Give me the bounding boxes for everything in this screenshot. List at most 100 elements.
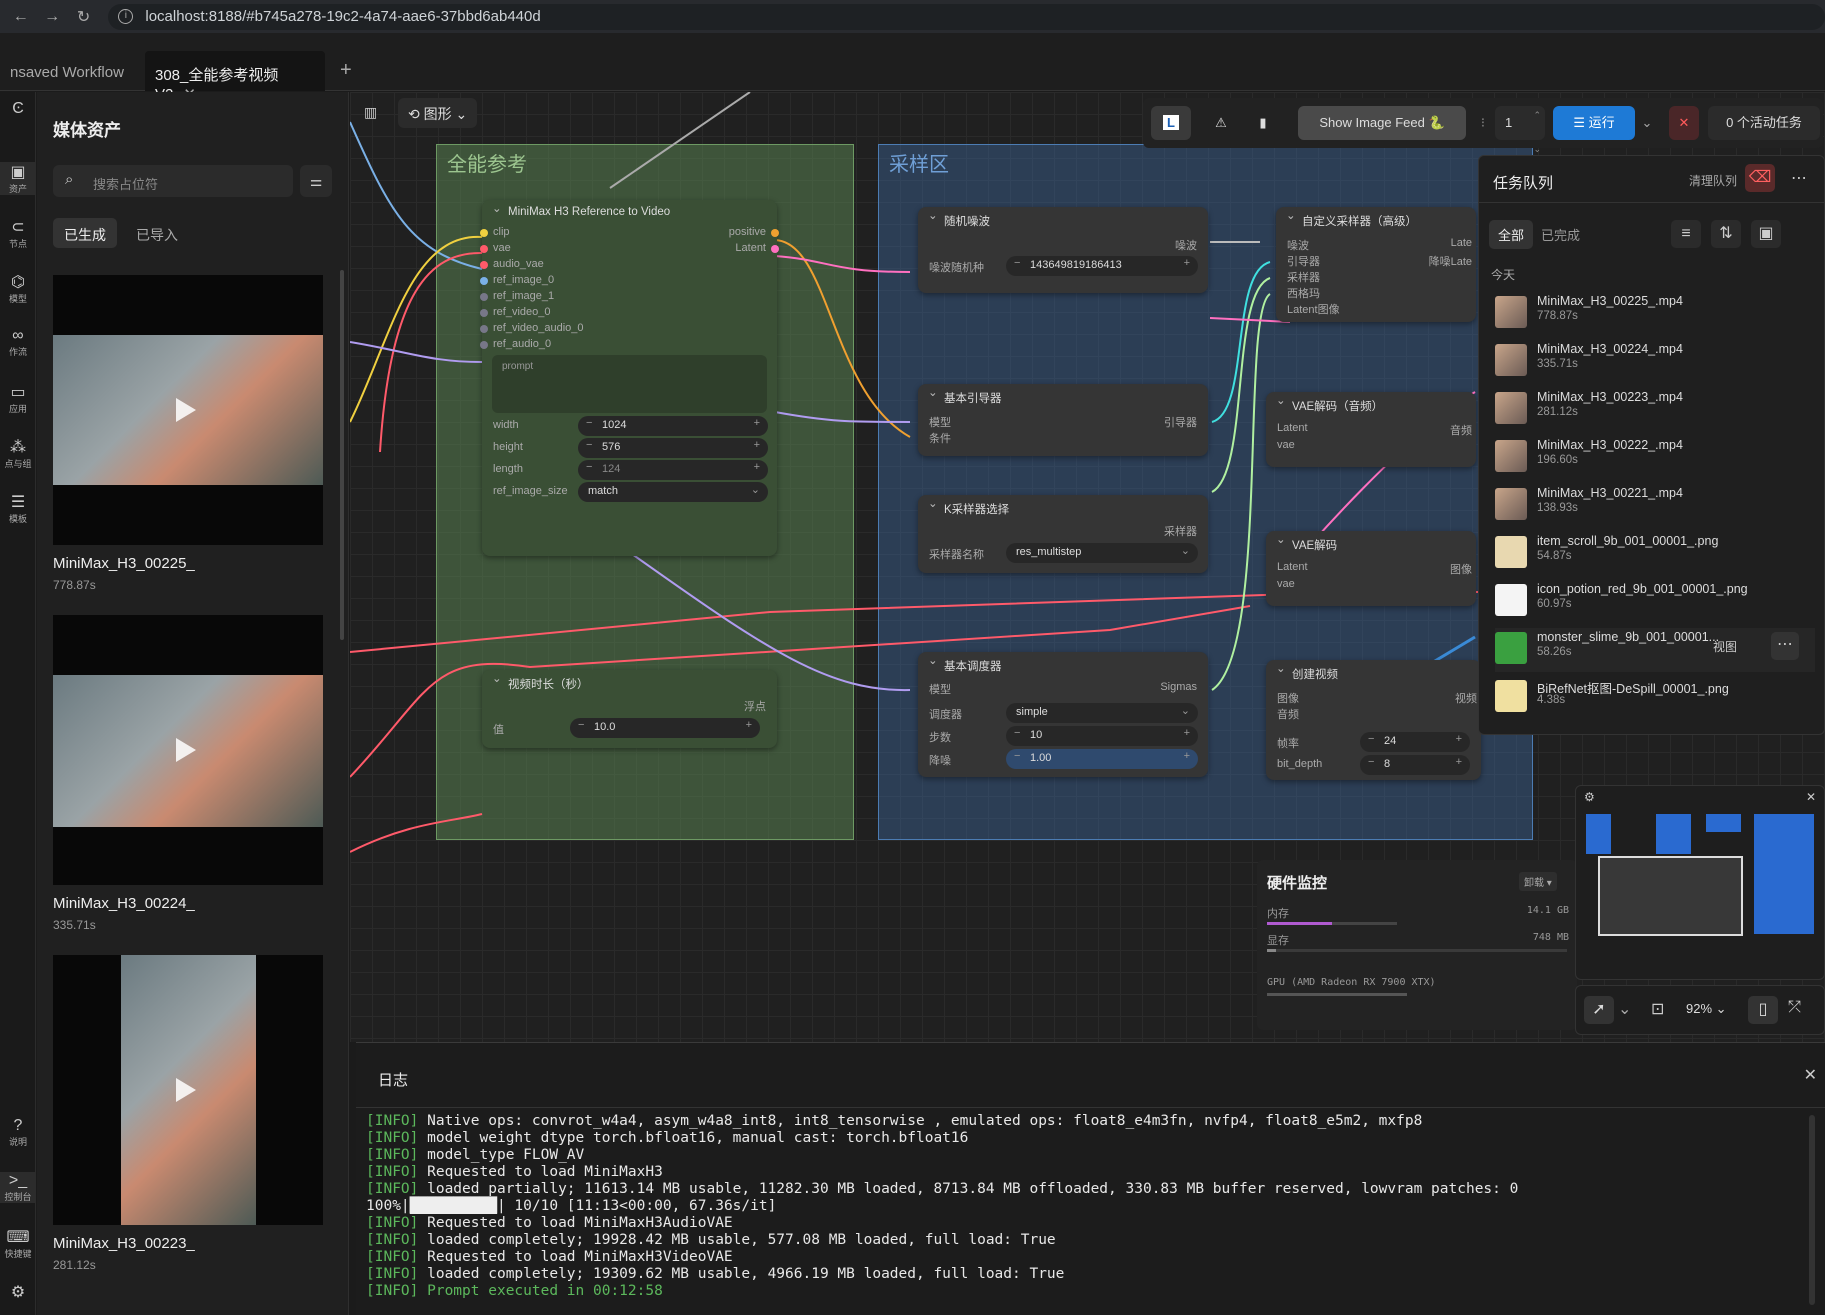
output-video[interactable]: 视频 <box>1455 693 1477 705</box>
sidebar-item-templates[interactable]: ☰模板 <box>0 492 36 525</box>
fps-stepper[interactable]: −24+ <box>1360 732 1470 752</box>
tab-imported[interactable]: 已导入 <box>136 227 178 243</box>
sidebar-item-groups[interactable]: ⁂点与组 <box>0 437 36 470</box>
batch-count-input[interactable]: 1⌃⌄ <box>1495 106 1545 154</box>
panel-toggle-icon[interactable]: ▥ <box>364 104 378 120</box>
fit-view-icon[interactable]: ⊡ <box>1651 1001 1665 1018</box>
output-noise[interactable]: 噪波 <box>1175 240 1197 252</box>
triangle-tool-button[interactable]: ⚠ <box>1201 106 1241 140</box>
input-latent[interactable]: Latent <box>1277 561 1308 573</box>
sidebar-item-shortcuts[interactable]: ⌨快捷键 <box>0 1227 36 1260</box>
settings-button[interactable]: ⚙ <box>0 1282 36 1302</box>
forward-icon[interactable]: → <box>44 7 61 25</box>
sidebar-item-console[interactable]: >_控制台 <box>0 1172 36 1203</box>
node-custom-sampler-advanced[interactable]: 自定义采样器（高级） 噪波 引导器 采样器 西格玛 Latent图像 Late … <box>1276 207 1476 322</box>
output-sampler[interactable]: 采样器 <box>1164 526 1197 538</box>
node-ksampler-select[interactable]: K采样器选择 采样器 采样器名称 res_multistep⌄ <box>918 495 1208 573</box>
node-basic-guider[interactable]: 基本引导器 模型 条件 引导器 <box>918 384 1208 456</box>
filter-icon[interactable]: ≡ <box>1671 220 1701 248</box>
run-options-chevron-icon[interactable]: ⌄ <box>1641 115 1653 130</box>
denoise-stepper[interactable]: −1.00+ <box>1006 749 1198 769</box>
input-audio-vae[interactable]: audio_vae <box>480 258 544 270</box>
input-conditioning[interactable]: 条件 <box>929 433 951 445</box>
minimap-viewport[interactable] <box>1598 856 1743 936</box>
length-stepper[interactable]: −124+ <box>578 460 768 480</box>
filter-button[interactable]: ⚌ <box>300 165 332 197</box>
zoom-level[interactable]: 92% ⌄ <box>1686 1001 1727 1016</box>
input-audio[interactable]: 音频 <box>1277 709 1299 721</box>
scrollbar[interactable] <box>1809 1115 1815 1305</box>
search-input[interactable]: ⌕搜索占位符 <box>53 165 293 197</box>
map-icon[interactable]: ▯ <box>1748 996 1778 1024</box>
play-icon[interactable] <box>176 1078 196 1102</box>
input-noise[interactable]: 噪波 <box>1287 240 1309 252</box>
tab-active-workflow[interactable]: 308_全能参考视频V2✕ <box>145 51 325 103</box>
ref-image-size-select[interactable]: match⌄ <box>578 482 768 502</box>
hide-links-icon[interactable]: ⤱ <box>1788 999 1801 1016</box>
output-latent[interactable]: Late <box>1450 237 1472 249</box>
input-ref-video-0[interactable]: ref_video_0 <box>480 306 551 318</box>
output-latent[interactable]: Latent <box>735 242 779 254</box>
node-create-video[interactable]: 创建视频 图像 音频 视频 帧率 −24+ bit_depth −8+ <box>1266 660 1481 780</box>
gallery-icon[interactable]: ▣ <box>1751 220 1781 248</box>
output-image[interactable]: 图像 <box>1450 564 1472 576</box>
input-clip[interactable]: clip <box>480 226 510 238</box>
input-vae[interactable]: vae <box>1277 578 1295 590</box>
minimap-settings-icon[interactable]: ⚙ <box>1584 790 1595 804</box>
seed-input[interactable]: −143649819186413+ <box>1006 256 1198 276</box>
height-stepper[interactable]: −576+ <box>578 438 768 458</box>
duration-stepper[interactable]: −10.0+ <box>570 718 760 738</box>
input-ref-audio-0[interactable]: ref_audio_0 <box>480 338 551 350</box>
scheduler-select[interactable]: simple⌄ <box>1006 703 1198 723</box>
sampler-name-select[interactable]: res_multistep⌄ <box>1006 543 1198 563</box>
input-images[interactable]: 图像 <box>1277 693 1299 705</box>
play-icon[interactable] <box>176 738 196 762</box>
queue-tab-all[interactable]: 全部 <box>1489 220 1534 249</box>
cancel-button[interactable]: ✕ <box>1669 106 1699 140</box>
output-denoised-latent[interactable]: 降噪Late <box>1428 256 1472 268</box>
output-float[interactable]: 浮点 <box>744 701 766 713</box>
input-sampler[interactable]: 采样器 <box>1287 272 1320 284</box>
input-latent-image[interactable]: Latent图像 <box>1287 304 1340 316</box>
node-vae-decode-audio[interactable]: VAE解码（音频） Latent vae 音频 <box>1266 392 1476 467</box>
asset-card[interactable]: MiniMax_H3_00224_ 335.71s <box>53 615 323 932</box>
pointer-icon[interactable]: ➚ <box>1584 996 1614 1024</box>
unload-button[interactable]: 卸载 ▾ <box>1519 872 1557 891</box>
output-positive[interactable]: positive <box>729 226 779 238</box>
show-image-feed-button[interactable]: Show Image Feed 🐍 <box>1298 106 1466 140</box>
sidebar-item-models[interactable]: ⌬模型 <box>0 272 36 305</box>
input-model[interactable]: 模型 <box>929 417 951 429</box>
play-icon[interactable] <box>176 398 196 422</box>
site-info-icon[interactable]: i <box>118 9 134 24</box>
minimap[interactable]: ⚙ ✕ <box>1575 785 1825 980</box>
input-latent[interactable]: Latent <box>1277 422 1308 434</box>
prompt-textarea[interactable]: prompt <box>492 355 767 413</box>
node-random-noise[interactable]: 随机噪波 噪波 噪波随机种 −143649819186413+ <box>918 207 1208 293</box>
more-icon[interactable]: ⋯ <box>1791 170 1807 187</box>
queue-tab-completed[interactable]: 已完成 <box>1541 228 1581 243</box>
node-minimax-reference[interactable]: MiniMax H3 Reference to Video clip vae a… <box>480 200 779 556</box>
input-ref-image-1[interactable]: ref_image_1 <box>480 290 554 302</box>
input-ref-video-audio-0[interactable]: ref_video_audio_0 <box>480 322 584 334</box>
back-icon[interactable]: ← <box>12 7 29 25</box>
node-video-duration[interactable]: 视频时长（秒） 浮点 值 −10.0+ <box>482 670 777 748</box>
asset-card[interactable]: MiniMax_H3_00223_ 281.12s <box>53 955 323 1272</box>
sidebar-item-assets[interactable]: ▣资产 <box>0 162 36 195</box>
output-guider[interactable]: 引导器 <box>1164 417 1197 429</box>
sidebar-item-nodes[interactable]: ⊂节点 <box>0 217 36 250</box>
sidebar-item-help[interactable]: ?说明 <box>0 1117 36 1148</box>
tab-unsaved-workflow[interactable]: nsaved Workflow <box>0 51 140 91</box>
node-vae-decode[interactable]: VAE解码 Latent vae 图像 <box>1266 531 1476 606</box>
input-vae[interactable]: vae <box>1277 439 1295 451</box>
asset-card[interactable]: MiniMax_H3_00225_ 778.87s <box>53 275 323 592</box>
active-tasks-button[interactable]: 0 个活动任务 <box>1708 106 1820 140</box>
bit-depth-stepper[interactable]: −8+ <box>1360 755 1470 775</box>
input-guider[interactable]: 引导器 <box>1287 256 1320 268</box>
scrollbar[interactable] <box>340 270 344 640</box>
view-button[interactable]: 视图 <box>1713 640 1738 654</box>
input-vae[interactable]: vae <box>480 242 511 254</box>
url-bar[interactable]: i localhost:8188/#b745a278-19c2-4a74-aae… <box>108 3 1825 30</box>
